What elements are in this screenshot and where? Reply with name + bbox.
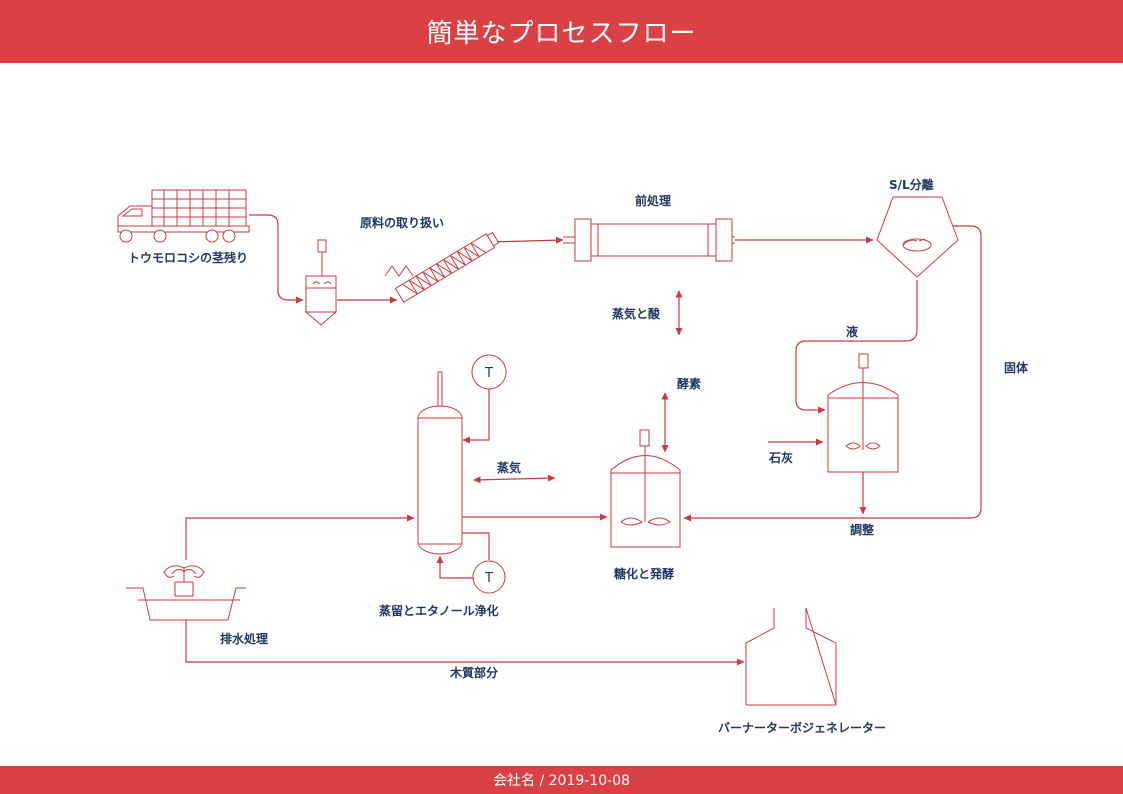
label-liquid: 液: [846, 325, 859, 339]
lime-tank-icon: [827, 353, 899, 473]
reboiler-icon: [472, 560, 506, 594]
wastewater-basin-icon: [126, 565, 246, 621]
flow-conveyor-to-pretreatment: [489, 236, 564, 244]
fermenter-icon: [610, 429, 681, 548]
hopper-mixer-icon: [304, 239, 338, 326]
flow-solid-to-fermenter: [683, 225, 982, 522]
label-wastewater-treatment: 排水処理: [220, 632, 269, 646]
truck-icon: [117, 189, 250, 243]
flow-steam: [473, 474, 556, 484]
label-sl-separation: S/L分離: [889, 178, 934, 192]
flow-reboiler-loop: [462, 532, 490, 560]
flow-wastewater-to-column: [185, 514, 415, 560]
flow-truck-to-hopper: [249, 214, 304, 304]
label-steam: 蒸気: [497, 461, 522, 475]
condenser-icon: [471, 354, 507, 390]
label-saccharification-fermentation: 糖化と発酵: [614, 567, 675, 581]
label-steam-acid: 蒸気と酸: [612, 307, 661, 321]
label-solid: 固体: [1004, 361, 1029, 375]
footer-date: 2019-10-08: [548, 773, 630, 789]
diagram-canvas: T T: [117, 189, 982, 706]
label-distillation: 蒸留とエタノール浄化: [379, 604, 499, 618]
condenser-tag: T: [484, 366, 493, 381]
label-lime: 石灰: [769, 451, 794, 465]
footer-company: 会社名: [493, 773, 535, 789]
process-flow-diagram: T T トウモロコシの茎残り 原料の取り扱い 前処理 S/L分離 蒸気と酸 液 …: [0, 63, 1123, 766]
label-lignin: 木質部分: [450, 666, 499, 680]
header-bar: 簡単なプロセスフロー: [0, 0, 1123, 63]
flow-liquid-to-lime-tank: [795, 280, 918, 414]
reboiler-tag: T: [484, 571, 493, 586]
distillation-column-icon: [417, 371, 463, 555]
label-adjust: 調整: [850, 523, 875, 537]
label-enzyme: 酵素: [677, 377, 702, 391]
pretreatment-reactor-icon: [563, 218, 735, 262]
label-boiler-turbogenerator: バーナーターボジェネレーター: [718, 721, 887, 735]
label-corn-stover: トウモロコシの茎残り: [128, 251, 249, 265]
label-pretreatment: 前処理: [635, 194, 672, 208]
flow-condenser-loop: [462, 388, 490, 444]
sl-separator-icon: [876, 196, 959, 278]
page-title: 簡単なプロセスフロー: [426, 19, 697, 49]
flow-reboiler-return: [436, 555, 474, 579]
boiler-generator-icon: [745, 607, 837, 706]
label-feedstock-handling: 原料の取り扱い: [360, 216, 445, 230]
flow-lignin-to-boiler: [185, 620, 745, 666]
footer-text: 会社名 / 2019-10-08: [493, 770, 630, 790]
screw-conveyor-icon: [384, 231, 500, 303]
footer-separator: /: [539, 773, 545, 789]
footer-bar: 会社名 / 2019-10-08: [0, 766, 1123, 794]
